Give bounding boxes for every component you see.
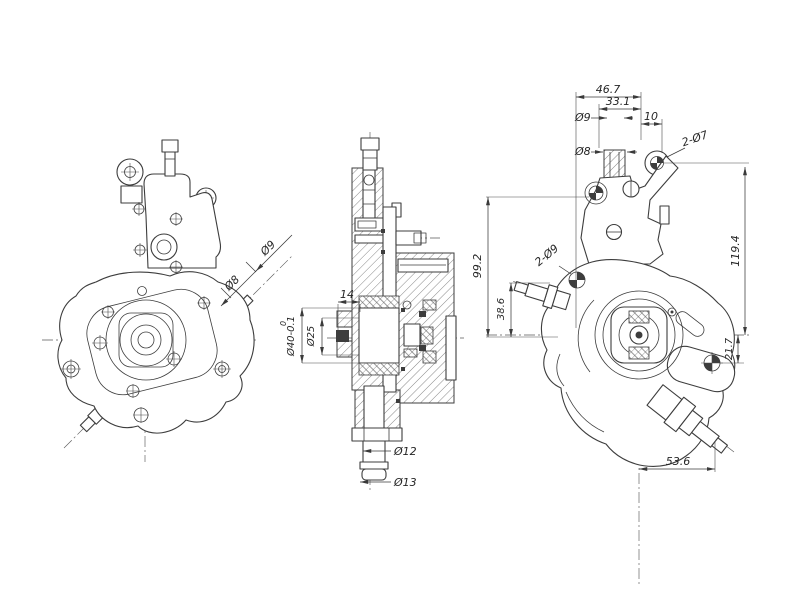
dim-label-2d7: 2-Ø7 xyxy=(680,128,709,149)
section-shaft-d12 xyxy=(362,440,386,463)
rear-top-bracket xyxy=(580,149,679,265)
section-shaft-d13 xyxy=(361,468,387,481)
front-hub xyxy=(105,299,187,381)
section-bearing-top xyxy=(358,295,400,309)
dim-label-rear-dia9: Ø9 xyxy=(574,111,591,124)
rear-view: 46.7 33.1 10 Ø9 Ø8 2-Ø7 2-Ø9 99.2 xyxy=(471,83,752,584)
dim-label-53-6: 53.6 xyxy=(666,455,691,468)
section-bolt xyxy=(336,330,349,342)
dim-label-dia12: Ø12 xyxy=(393,445,417,458)
dim-label-21-7: 21.7 xyxy=(724,337,735,360)
rear-pump-body xyxy=(513,259,736,468)
front-pump-body xyxy=(57,271,255,434)
section-hex-collar xyxy=(351,427,403,442)
rear-kidney-slot xyxy=(675,311,705,337)
dim-label-2d9: 2-Ø9 xyxy=(532,242,561,269)
section-rotor xyxy=(358,307,400,364)
front-top-bracket xyxy=(116,139,222,274)
dim-label-dia13: Ø13 xyxy=(393,476,417,489)
dim-label-dia40-upper-tol: 0 xyxy=(279,321,288,326)
front-view: Ø9 Ø8 xyxy=(42,139,293,462)
rear-hole-2d9 xyxy=(569,272,585,288)
dim-label-front-dia9: Ø9 xyxy=(257,238,278,259)
dim-label-rear-dia8: Ø8 xyxy=(574,145,591,158)
section-view: 14 Ø40-0.1 0 Ø25 Ø12 Ø13 xyxy=(279,132,464,490)
rear-port-left xyxy=(513,281,571,311)
rear-mounting-lug xyxy=(666,345,736,393)
section-stem-cap xyxy=(360,137,380,151)
section-bearing-bottom xyxy=(358,362,400,376)
front-stem-cap xyxy=(161,139,179,153)
dim-label-38-6: 38.6 xyxy=(496,298,507,320)
dim-label-99-2: 99.2 xyxy=(471,254,484,279)
front-bolt-holes xyxy=(61,286,231,423)
dim-label-33-1: 33.1 xyxy=(606,95,631,108)
dim-label-dia40: Ø40-0.1 xyxy=(285,316,297,357)
section-dimensions: 14 Ø40-0.1 0 Ø25 Ø12 Ø13 xyxy=(279,288,417,489)
dim-label-46-7: 46.7 xyxy=(596,83,621,96)
dim-label-14: 14 xyxy=(340,288,354,301)
front-dimensions: Ø9 Ø8 xyxy=(220,234,293,307)
section-housing xyxy=(336,137,457,481)
dim-label-119-4: 119.4 xyxy=(729,235,742,267)
dim-label-10: 10 xyxy=(644,110,658,123)
rear-hole-2d7 xyxy=(650,156,664,170)
dim-label-dia25: Ø25 xyxy=(305,326,317,348)
rear-fitting-lower-right xyxy=(646,384,728,454)
rear-coupling-hub xyxy=(594,290,684,380)
